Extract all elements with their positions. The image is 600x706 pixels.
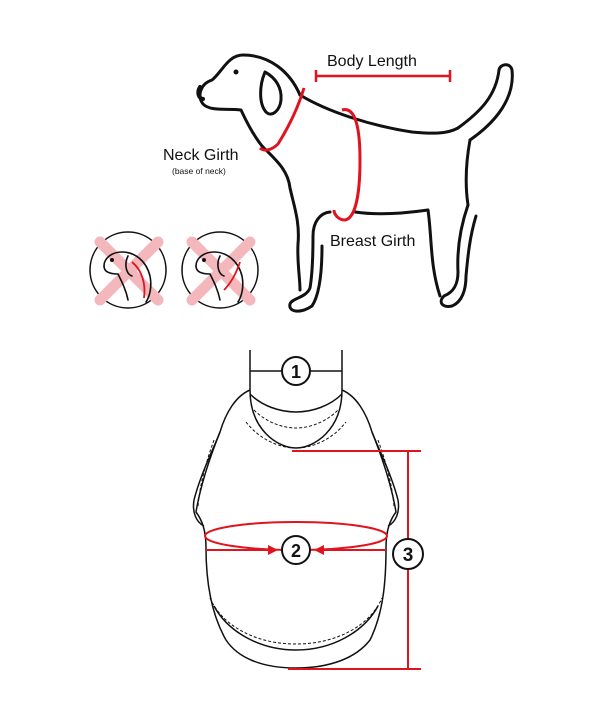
wrong-example-2: [181, 231, 259, 309]
neck-width-measure: [249, 350, 343, 390]
neck-girth-note: (base of neck): [172, 166, 226, 176]
cross-icon: [94, 236, 164, 306]
length-measure: [288, 450, 421, 670]
cross-icon: [186, 236, 256, 306]
wrong-measure-mark: [223, 261, 241, 291]
dog-head-icon: [195, 251, 244, 303]
marker-1-label: 1: [291, 362, 301, 382]
neck-girth-label: Neck Girth: [163, 147, 239, 164]
marker-2-label: 2: [291, 541, 301, 561]
arrow-right-icon: [268, 545, 278, 555]
marker-2: 2: [281, 535, 311, 565]
neck-girth-mark: [258, 87, 306, 152]
marker-1: 1: [281, 356, 311, 386]
dog-head-icon: [103, 251, 152, 303]
breast-girth-mark: [332, 108, 362, 222]
wrong-example-1: [89, 231, 167, 309]
marker-3-label: 3: [403, 545, 414, 566]
body-length-mark: [314, 70, 452, 82]
marker-3: 3: [392, 538, 424, 570]
garment-outline: [192, 389, 400, 669]
body-length-label: Body Length: [327, 53, 417, 70]
dog-illustration: [196, 53, 514, 313]
arrow-left-icon: [314, 545, 324, 555]
breast-girth-label: Breast Girth: [330, 233, 415, 250]
wrong-measure-mark: [131, 261, 146, 299]
